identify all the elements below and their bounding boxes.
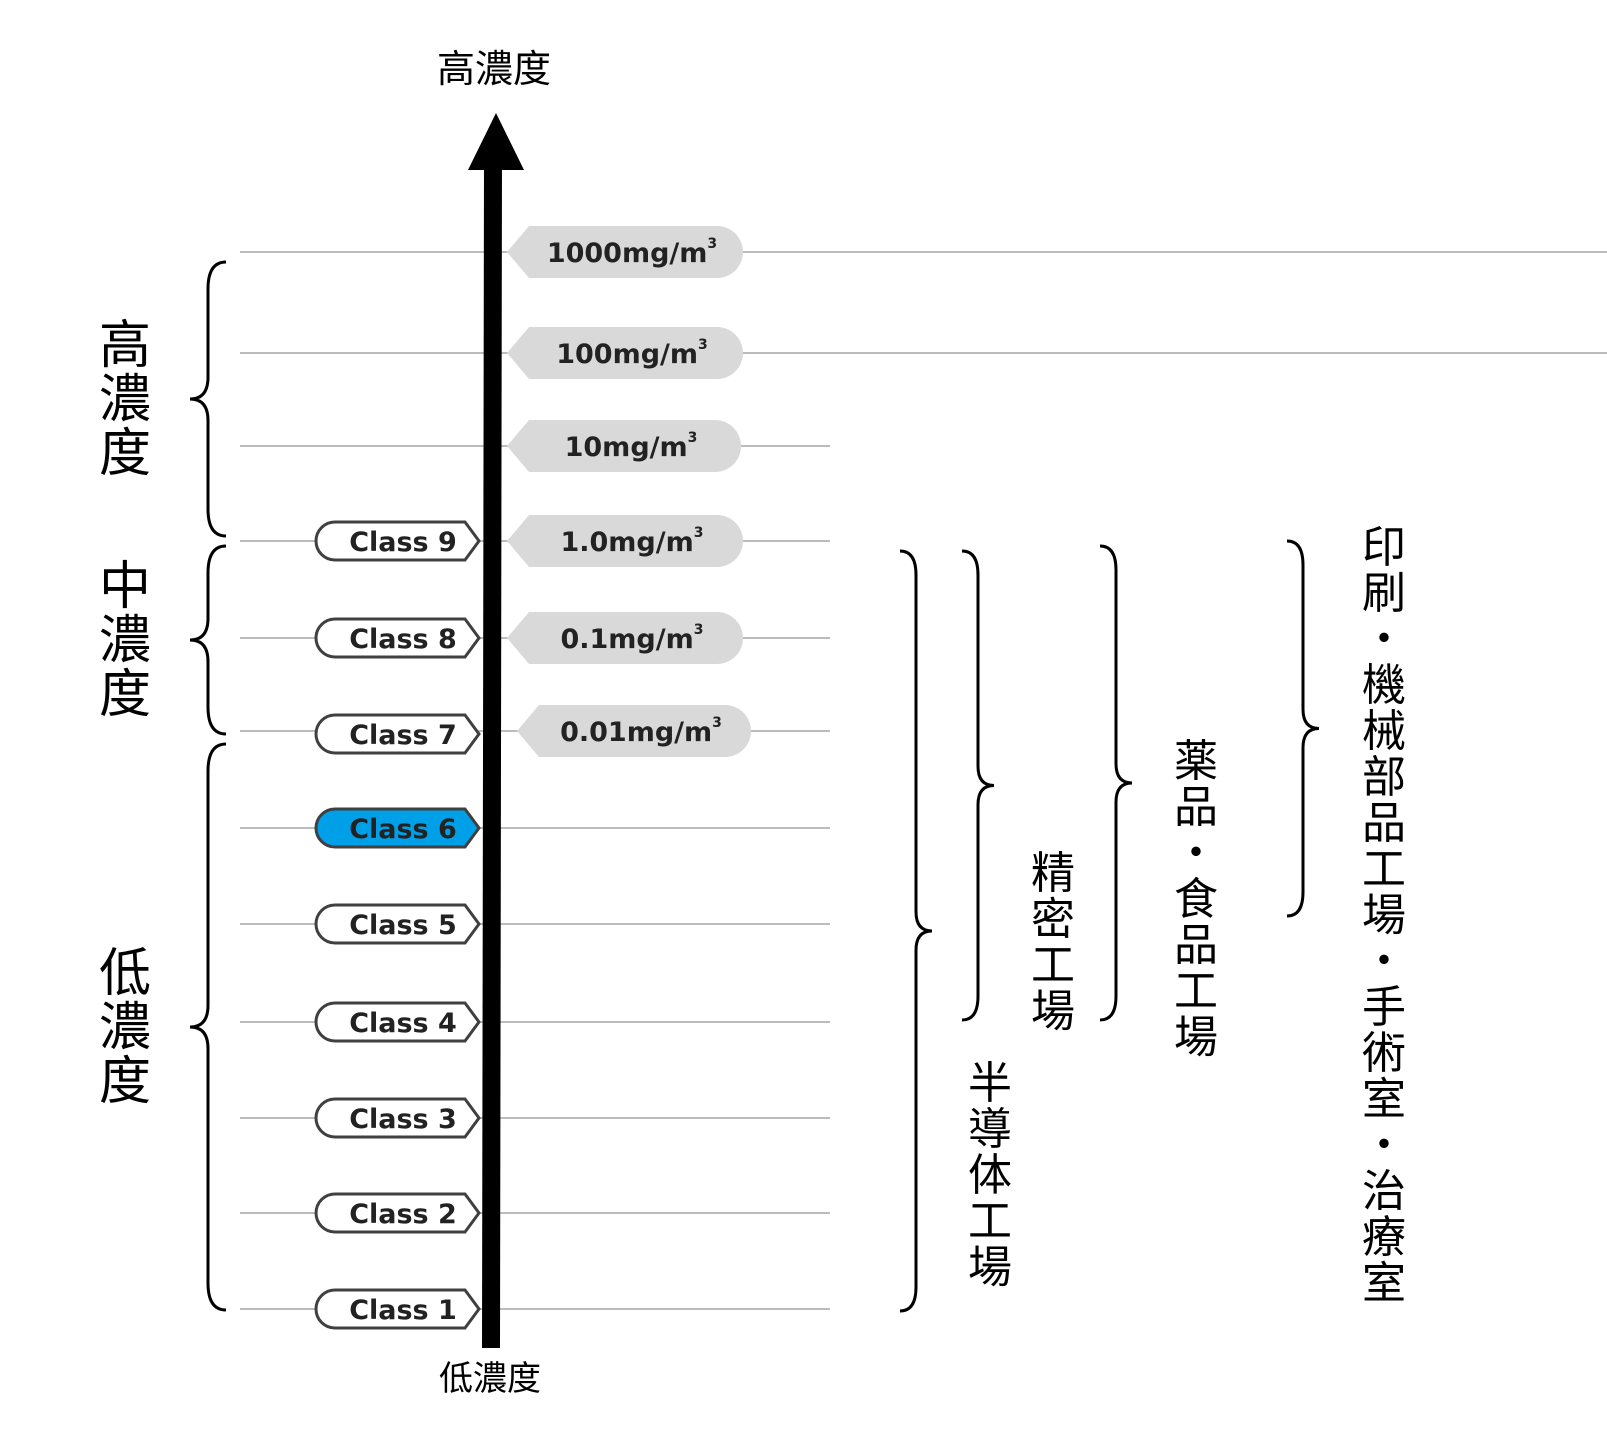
- range-brace: [1099, 544, 1133, 1022]
- class-tags: Class 9 Class 8 Class 7 Class 6 Class 5 Class…: [314, 520, 481, 1330]
- application-label: 薬品・食品工場: [1174, 736, 1218, 1063]
- concentration-tag-label: 0.01mg/m3: [560, 715, 722, 748]
- band-label: 高濃度: [99, 316, 151, 484]
- concentration-tag: 1.0mg/m3: [507, 515, 743, 567]
- concentration-tag-label: 1.0mg/m3: [560, 525, 703, 558]
- application-label: 印刷・機械部品工場・手術室・治療室: [1362, 522, 1406, 1309]
- concentration-tag-label: 100mg/m3: [556, 337, 708, 370]
- class-tag-label: Class 6: [349, 814, 457, 845]
- concentration-tag-shape: [507, 420, 741, 472]
- class-tag-shape: [314, 1288, 481, 1330]
- concentration-tags: 1000mg/m3 100mg/m3 10mg/m3 1.0mg/m3 0.1mg/m3…: [507, 226, 751, 757]
- axis-arrow-head: [468, 113, 524, 170]
- band-label: 低濃度: [99, 944, 151, 1112]
- class-tag-label: Class 4: [349, 1008, 457, 1039]
- band-brace: [189, 544, 227, 736]
- range-brace: [961, 549, 995, 1022]
- class-tag: Class 5: [314, 903, 481, 945]
- class-tag: Class 4: [314, 1001, 481, 1043]
- class-tag-shape: [314, 520, 481, 562]
- concentration-tag-shape: [507, 515, 743, 567]
- class-tag-shape: [314, 617, 481, 659]
- concentration-axis: 高濃度 低濃度: [437, 47, 551, 1399]
- band-label: 中濃度: [99, 557, 151, 725]
- band-brace: [189, 260, 227, 538]
- concentration-tag: 10mg/m3: [507, 420, 741, 472]
- range-brace: [899, 549, 933, 1313]
- class-tag-shape: [314, 1097, 481, 1139]
- axis-bottom-label: 低濃度: [439, 1359, 541, 1399]
- class-tag: Class 9: [314, 520, 481, 562]
- class-tag-label: Class 7: [349, 720, 457, 751]
- class-tag-shape: [314, 713, 481, 755]
- class-tag-shape: [314, 903, 481, 945]
- class-tag-label: Class 2: [349, 1199, 457, 1230]
- range-brace: [1286, 539, 1320, 918]
- class-tag: Class 2: [314, 1192, 481, 1234]
- axis-shaft: [482, 159, 502, 1349]
- application-label: 半導体工場: [968, 1058, 1012, 1293]
- application-label: 精密工場: [1031, 848, 1075, 1037]
- concentration-tag-label: 1000mg/m3: [547, 236, 717, 269]
- class-tag: Class 8: [314, 617, 481, 659]
- class-tag-shape: [314, 1192, 481, 1234]
- concentration-tag: 0.1mg/m3: [507, 612, 743, 664]
- class-tag: Class 6: [314, 807, 481, 849]
- concentration-tag: 0.01mg/m3: [517, 705, 751, 757]
- class-tag-label: Class 8: [349, 624, 457, 655]
- concentration-tag-label: 0.1mg/m3: [560, 622, 703, 655]
- concentration-tag-shape: [517, 705, 751, 757]
- class-tag-shape: [314, 807, 481, 849]
- concentration-tag-shape: [507, 612, 743, 664]
- concentration-tag-shape: [507, 226, 743, 278]
- concentration-tag-label: 10mg/m3: [565, 430, 698, 463]
- concentration-tag: 100mg/m3: [507, 327, 743, 379]
- axis-top-label: 高濃度: [437, 47, 551, 91]
- concentration-tag-shape: [507, 327, 743, 379]
- class-tag-label: Class 5: [349, 910, 457, 941]
- class-tag: Class 3: [314, 1097, 481, 1139]
- class-tag-label: Class 9: [349, 527, 457, 558]
- class-tag-label: Class 1: [349, 1295, 457, 1326]
- band-brace: [189, 742, 227, 1312]
- class-tag: Class 1: [314, 1288, 481, 1330]
- class-tag-label: Class 3: [349, 1104, 457, 1135]
- concentration-tag: 1000mg/m3: [507, 226, 743, 278]
- class-tag: Class 7: [314, 713, 481, 755]
- class-tag-shape: [314, 1001, 481, 1043]
